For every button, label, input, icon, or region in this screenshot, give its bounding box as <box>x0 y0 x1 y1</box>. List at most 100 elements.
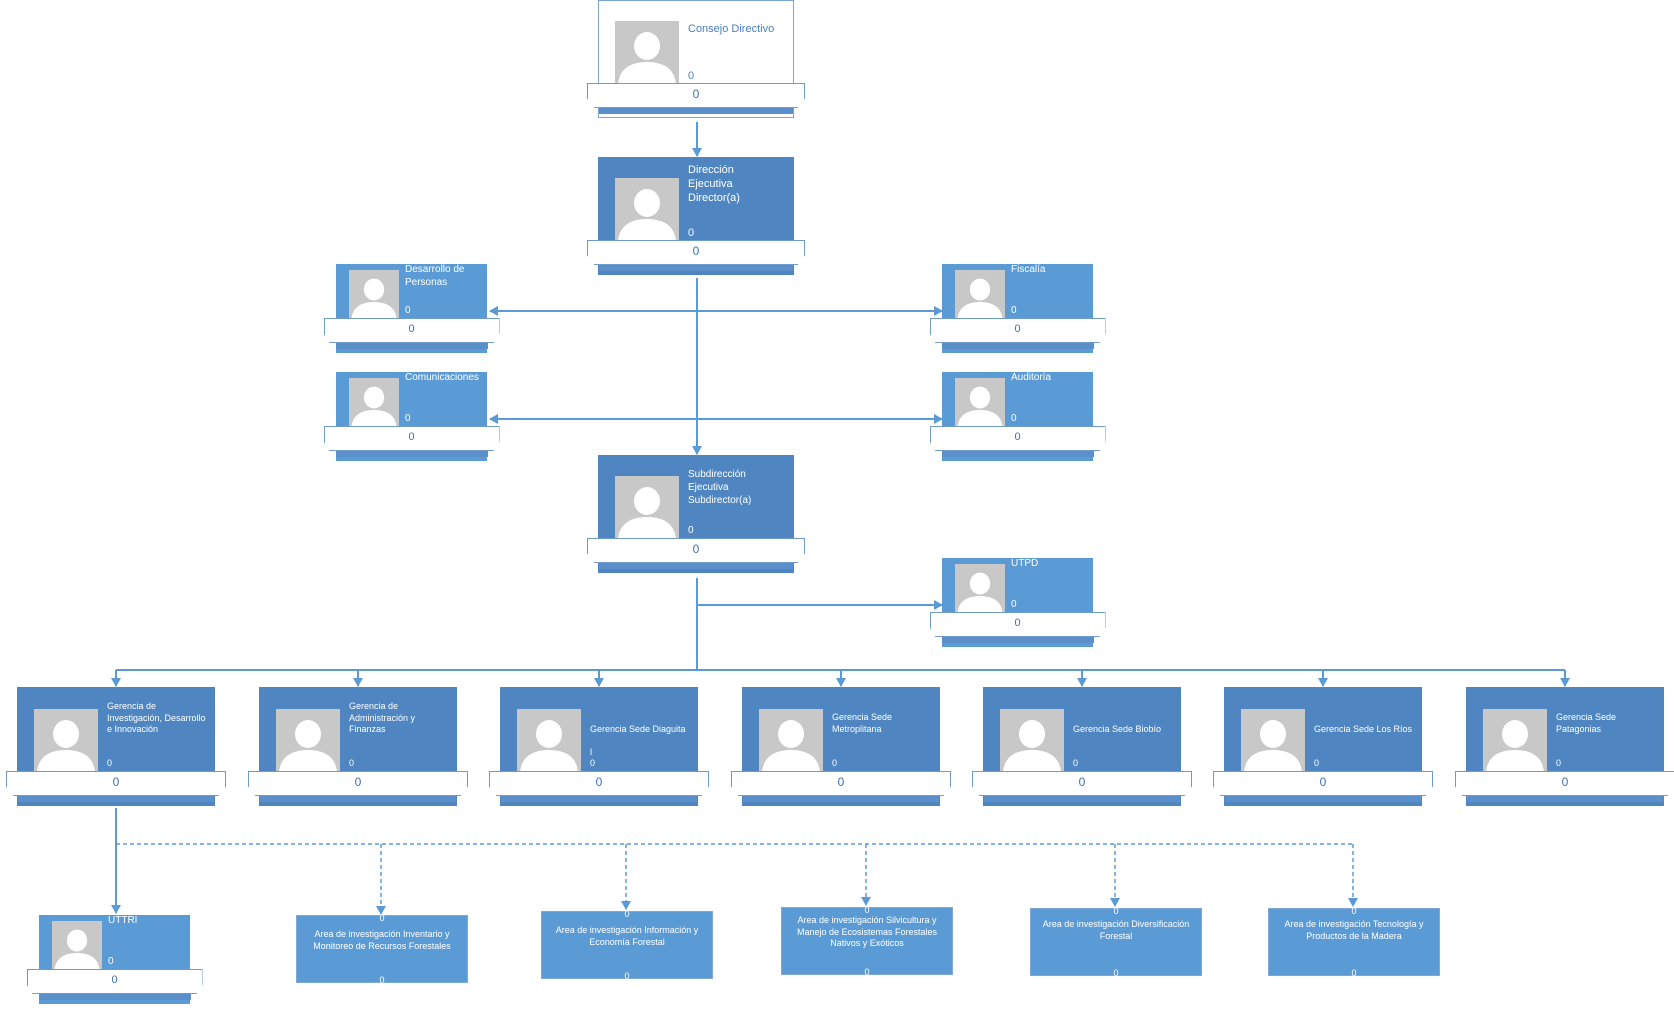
node-band-shadow <box>941 451 1094 457</box>
node-band: 0 <box>929 318 1106 343</box>
node-band-shadow <box>941 343 1094 349</box>
area-bottom-value: 0 <box>1351 968 1357 978</box>
node-band: 0 <box>323 426 500 451</box>
person-photo-icon <box>52 921 102 971</box>
node-band-shadow <box>335 451 488 457</box>
node-band-shadow <box>599 563 793 569</box>
person-photo-icon <box>615 21 679 85</box>
area-bottom-value: 0 <box>379 975 385 985</box>
area-title: Area de investigación Información y Econ… <box>555 925 699 947</box>
node-placeholder-value: 0 <box>688 525 694 536</box>
node-placeholder-value: 0 <box>688 70 695 82</box>
person-photo-icon <box>1241 709 1305 773</box>
node-placeholder-value: 0 <box>1556 758 1562 768</box>
area-bottom-value: 0 <box>864 967 870 977</box>
node-placeholder-value: 0 <box>688 227 695 239</box>
node-placeholder-value: 0 <box>1011 413 1017 424</box>
node-band: 0 <box>489 771 709 796</box>
node-band: 0 <box>26 969 203 994</box>
node-title: Gerencia Sede Patagonias <box>1556 712 1617 734</box>
node-band-shadow <box>743 796 939 802</box>
node-placeholder-value: 0 <box>405 305 411 316</box>
node-title: Consejo Directivo <box>688 23 775 35</box>
node-g-idi: Gerencia de Investigación, Desarrollo e … <box>6 687 226 806</box>
area-title: Area de investigación Diversificación Fo… <box>1042 919 1190 941</box>
node-band-shadow <box>1225 796 1421 802</box>
node-band: 0 <box>587 538 805 563</box>
node-placeholder-value: 0 <box>1073 758 1079 768</box>
node-band: 0 <box>1213 771 1433 796</box>
node-desarrollo: Desarrollo de Personas 0 0 <box>323 264 500 353</box>
person-photo-icon <box>349 270 399 320</box>
node-band: 0 <box>587 240 805 265</box>
area-top-value: 0 <box>379 913 385 923</box>
area-title: Area de investigación Silvicultura y Man… <box>796 915 938 949</box>
node-placeholder-value: 0 <box>832 758 838 768</box>
node-g-biobio: Gerencia Sede Biobío 0 0 <box>972 687 1192 806</box>
person-photo-icon <box>615 178 679 242</box>
node-band: 0 <box>323 318 500 343</box>
node-band-shadow <box>1467 796 1663 802</box>
node-band-shadow <box>335 343 488 349</box>
node-placeholder-value: 0 <box>1011 599 1017 610</box>
node-band: 0 <box>731 771 951 796</box>
person-photo-icon <box>759 709 823 773</box>
node-band-shadow <box>38 994 191 1000</box>
area-silvicultura: 0 Area de investigación Silvicultura y Ma… <box>781 905 953 977</box>
node-title: Gerencia de Investigación, Desarrollo e … <box>107 701 206 735</box>
person-photo-icon <box>517 709 581 773</box>
area-top-value: 0 <box>1351 906 1357 916</box>
node-title: Gerencia Sede Metroplitana <box>832 712 893 734</box>
area-top-value: 0 <box>624 909 630 919</box>
node-band-shadow <box>941 637 1094 643</box>
person-photo-icon <box>1000 709 1064 773</box>
node-title: Comunicaciones <box>405 372 479 383</box>
area-title: Area de investigación Inventario y Monit… <box>313 929 451 951</box>
node-subdireccion: Subdirección Ejecutiva Subdirector(a) 0 0 <box>587 455 805 573</box>
node-band-shadow <box>599 265 793 271</box>
node-title: UTPD <box>1011 558 1039 569</box>
node-g-adm: Gerencia de Administración y Finanzas 0 0 <box>248 687 468 806</box>
person-photo-icon <box>615 476 679 540</box>
node-band: 0 <box>248 771 468 796</box>
node-title: Desarrollo de Personas <box>405 264 465 288</box>
node-band-shadow <box>260 796 456 802</box>
node-placeholder-value: 0 <box>405 413 411 424</box>
node-placeholder-value: 0 <box>107 758 113 768</box>
person-photo-icon <box>1483 709 1547 773</box>
node-title: Fiscalía <box>1011 264 1046 275</box>
node-band: 0 <box>972 771 1192 796</box>
node-title: Subdirección Ejecutiva Subdirector(a) <box>688 469 752 506</box>
node-comunicaciones: Comunicaciones 0 0 <box>323 372 500 461</box>
node-title: Gerencia Sede Biobío <box>1073 724 1162 734</box>
node-title: Gerencia de Administración y Finanzas <box>349 701 416 735</box>
person-photo-icon <box>349 378 399 428</box>
node-placeholder-value: 0 <box>590 758 596 768</box>
person-photo-icon <box>34 709 98 773</box>
node-placeholder-value: 0 <box>1314 758 1320 768</box>
node-title: Gerencia Sede Diaguita l <box>590 724 686 758</box>
area-bottom-value: 0 <box>1113 968 1119 978</box>
node-placeholder-value: 0 <box>349 758 355 768</box>
node-band-shadow <box>599 108 793 114</box>
node-title: Dirección Ejecutiva Director(a) <box>688 164 740 205</box>
area-title: Area de investigación Tecnología y Produ… <box>1284 919 1424 941</box>
node-title: Auditoría <box>1011 372 1052 383</box>
node-placeholder-value: 0 <box>1011 305 1017 316</box>
area-bottom-value: 0 <box>624 971 630 981</box>
node-band-shadow <box>501 796 697 802</box>
node-band-shadow <box>984 796 1180 802</box>
node-band-shadow <box>18 796 214 802</box>
